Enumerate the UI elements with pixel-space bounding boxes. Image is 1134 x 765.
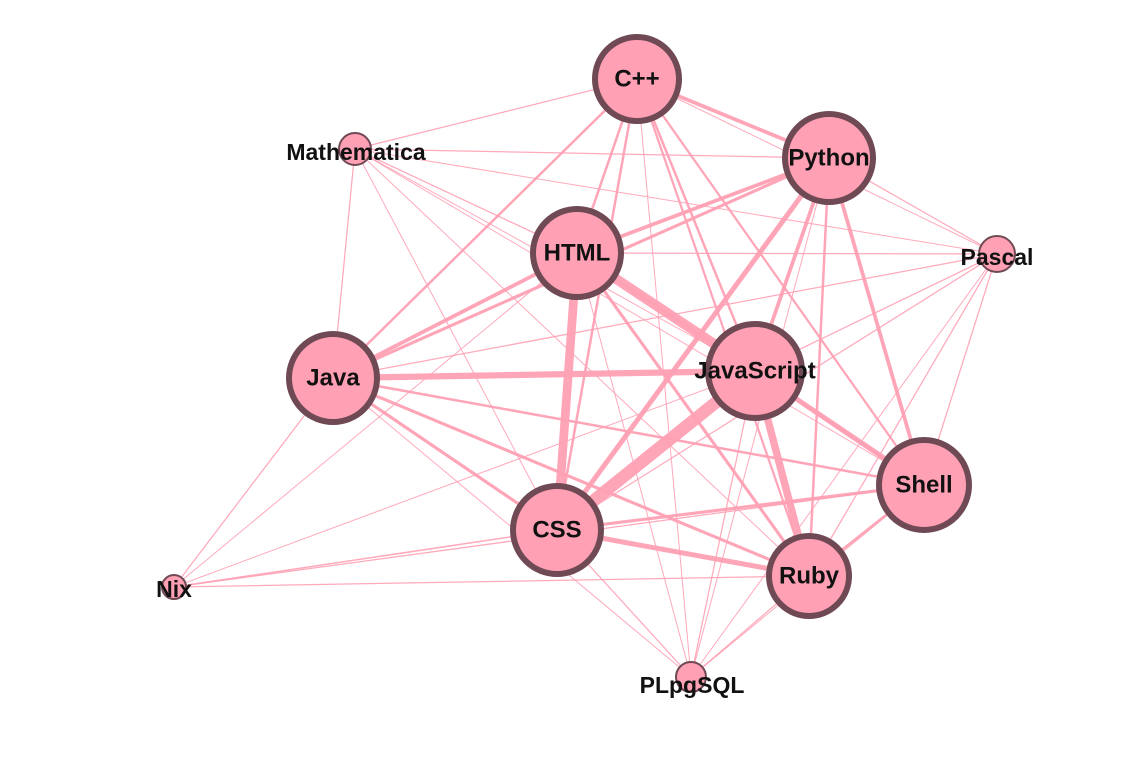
node-java: Java xyxy=(286,331,380,425)
edge-nix-html xyxy=(173,252,578,588)
edge-cpp-java xyxy=(331,77,639,380)
node-label-mathematica: Mathematica xyxy=(286,139,426,165)
edge-mathematica-ruby xyxy=(354,148,810,577)
edge-nix-javascript xyxy=(173,370,756,588)
node-ruby: Ruby xyxy=(766,533,852,619)
edge-html-ruby xyxy=(575,251,811,578)
edge-java-javascript xyxy=(329,367,759,382)
node-label-ruby: Ruby xyxy=(779,563,840,590)
node-javascript: JavaScript xyxy=(694,321,816,421)
node-label-pascal: Pascal xyxy=(961,244,1034,270)
node-python: Python xyxy=(782,111,876,205)
node-label-nix: Nix xyxy=(156,576,192,602)
edge-java-ruby xyxy=(331,376,811,578)
edge-python-ruby xyxy=(807,156,831,578)
edge-mathematica-python xyxy=(354,148,830,159)
edge-cpp-ruby xyxy=(635,77,811,578)
node-mathematica: Mathematica xyxy=(286,132,426,166)
edge-mathematica-pascal xyxy=(354,148,998,255)
edge-plpgsql-javascript xyxy=(690,370,756,678)
edge-css-shell xyxy=(555,483,926,532)
node-nix: Nix xyxy=(156,574,192,602)
edge-plpgsql-html xyxy=(576,252,692,678)
edge-python-css xyxy=(554,155,832,533)
node-circle-plpgsql xyxy=(675,661,707,693)
node-circle-nix xyxy=(161,574,187,600)
node-label-plpgsql: PLpgSQL xyxy=(640,672,745,698)
node-circle-shell xyxy=(876,437,972,533)
edge-nix-css xyxy=(173,529,558,588)
node-label-shell: Shell xyxy=(895,472,952,499)
node-css: CSS xyxy=(510,483,604,577)
node-circle-html xyxy=(530,206,624,300)
node-circle-java xyxy=(286,331,380,425)
node-shell: Shell xyxy=(876,437,972,533)
node-circle-pascal xyxy=(978,235,1016,273)
edge-java-shell xyxy=(331,376,926,487)
edge-mathematica-css xyxy=(354,148,558,531)
node-circle-css xyxy=(510,483,604,577)
edge-nix-ruby xyxy=(173,575,810,588)
edge-python-shell xyxy=(827,156,926,487)
edge-mathematica-cpp xyxy=(354,78,638,150)
node-circle-javascript xyxy=(705,321,805,421)
node-plpgsql: PLpgSQL xyxy=(640,661,745,698)
edge-pascal-html xyxy=(576,252,998,255)
node-html: HTML xyxy=(530,206,624,300)
node-label-css: CSS xyxy=(532,517,581,544)
node-circle-python xyxy=(782,111,876,205)
edge-mathematica-shell xyxy=(354,148,925,486)
node-label-html: HTML xyxy=(544,240,611,267)
node-label-python: Python xyxy=(788,145,869,172)
edge-plpgsql-cpp xyxy=(636,78,692,678)
node-label-javascript: JavaScript xyxy=(694,358,815,385)
edge-pascal-plpgsql xyxy=(690,253,998,678)
edge-pascal-ruby xyxy=(808,253,998,577)
node-label-cpp: C++ xyxy=(614,66,659,93)
edge-cpp-javascript xyxy=(635,77,757,373)
node-circle-mathematica xyxy=(338,132,372,166)
node-pascal: Pascal xyxy=(961,235,1034,273)
edge-cpp-shell xyxy=(635,77,926,487)
node-circle-cpp xyxy=(592,34,682,124)
edge-pascal-java xyxy=(332,253,998,379)
node-circle-ruby xyxy=(766,533,852,619)
node-label-java: Java xyxy=(306,365,360,392)
node-cpp: C++ xyxy=(592,34,682,124)
